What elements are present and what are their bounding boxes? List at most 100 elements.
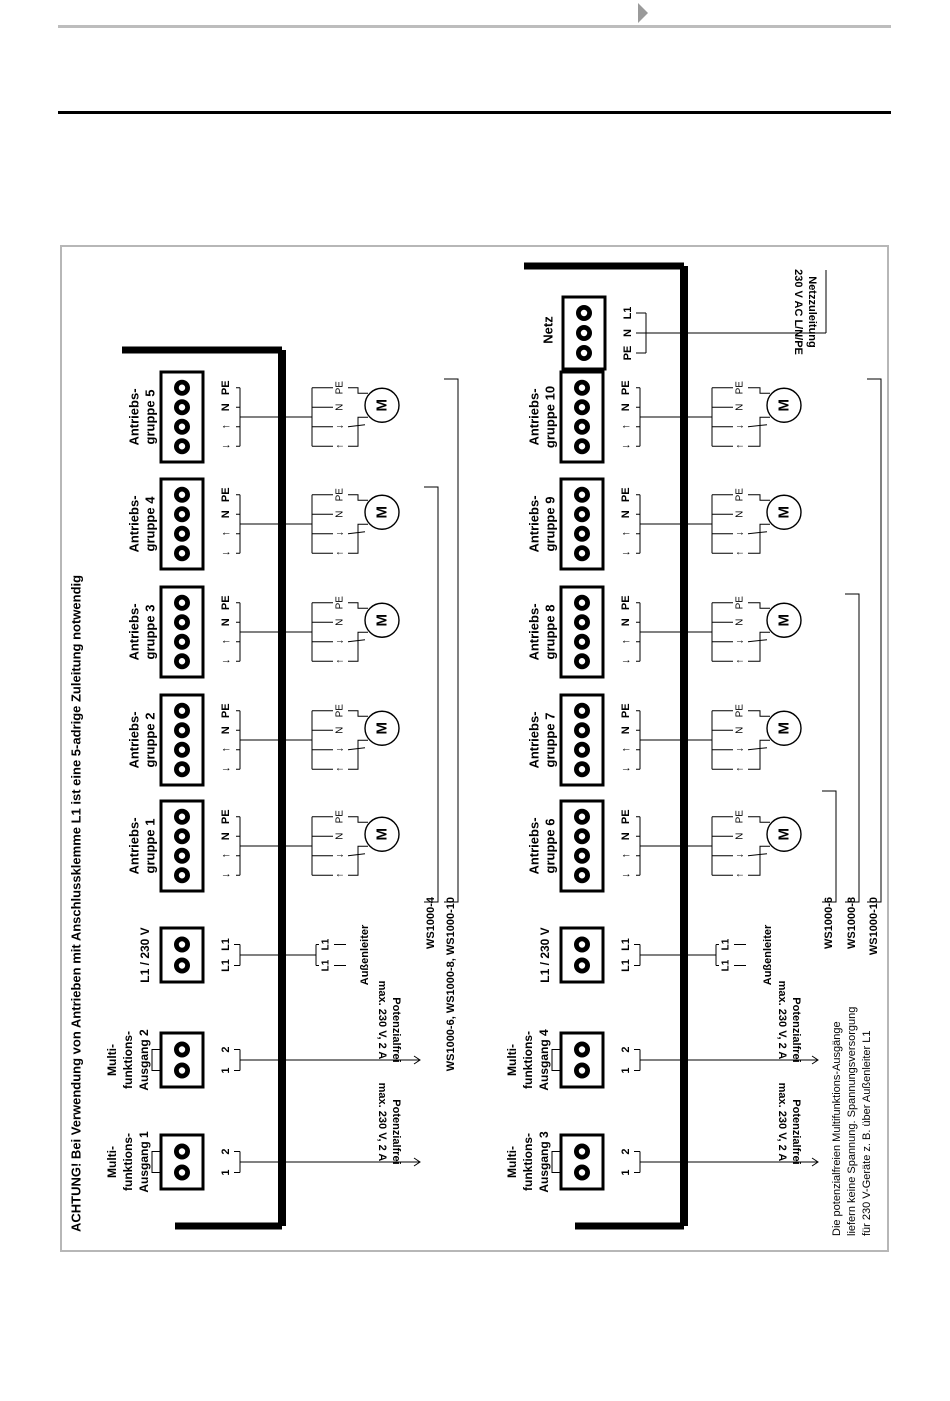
terminal-pin-label: 2	[620, 1148, 632, 1154]
bracket-ws1000-10	[867, 378, 882, 903]
motor-wire	[348, 387, 368, 394]
terminal-pin-label: N	[620, 403, 632, 411]
terminal-pin-label: ↑	[220, 747, 232, 753]
output-label-line: Multi-	[505, 1044, 519, 1076]
terminal-pin-label: ↓	[620, 873, 632, 879]
arrow-head-icon	[413, 1055, 421, 1065]
group-label-line: Antriebs-	[527, 817, 542, 874]
model-label: WS1000-8	[846, 897, 858, 949]
output-bridge	[551, 1151, 561, 1173]
terminal-screw-hole	[578, 766, 586, 773]
terminal-screw-hole	[578, 1046, 586, 1053]
terminal-pin-label: PE	[220, 487, 232, 502]
output-terminal	[559, 1031, 605, 1089]
terminal-screw-hole	[178, 727, 186, 734]
terminal-screw-hole	[578, 619, 586, 626]
terminal-screw-hole	[178, 1067, 186, 1074]
mains-terminal-label: Netz	[541, 316, 556, 344]
group-label-line: gruppe 3	[143, 605, 158, 660]
motor-wire	[348, 816, 368, 823]
motor-pin-label: N	[735, 404, 746, 411]
arrow-head-icon	[811, 1055, 819, 1065]
terminal-screw-hole	[578, 443, 586, 450]
output-label-line: Multi-	[505, 1146, 519, 1178]
terminal-pin-label: L1	[620, 959, 632, 972]
motor-pin-label: PE	[735, 596, 746, 610]
motor-wire	[748, 416, 770, 447]
motor-wire	[348, 845, 368, 876]
motor-pin-label: N	[735, 511, 746, 518]
motor-pin-label: ↑	[735, 873, 746, 878]
drive-terminal	[559, 799, 605, 893]
terminal-pin-label: N	[220, 510, 232, 518]
motor-pin-label: ↓	[735, 531, 746, 536]
model-label: WS1000-10	[868, 897, 880, 955]
terminal-screw-hole	[178, 1148, 186, 1155]
group-label-line: Antriebs-	[527, 495, 542, 552]
potential-free-label: Potenzialfrei	[390, 997, 402, 1062]
group-label-line: gruppe 2	[143, 713, 158, 768]
note-line: für 230 V-Geräte z. B. über Außenleiter …	[861, 1031, 873, 1236]
terminal-screw-hole	[578, 1169, 586, 1176]
terminal-pin-label: ↑	[620, 531, 632, 537]
motor-label: M	[776, 614, 793, 627]
motor-symbol	[364, 494, 400, 530]
terminal-pin-label: N	[220, 832, 232, 840]
motor-wire	[347, 424, 366, 428]
motor-pin-label: ↑	[335, 659, 346, 664]
note-line: liefern keine Spannung. Spannungsversorg…	[846, 1007, 858, 1236]
terminal-screw-hole	[178, 707, 186, 714]
terminal-pin-label: ↓	[220, 551, 232, 557]
motor-wire	[747, 853, 768, 857]
potential-free-label: Potenzialfrei	[390, 1099, 402, 1164]
output-terminal	[159, 1133, 205, 1191]
terminal-pin-label: ↓	[620, 444, 632, 450]
motor-symbol	[364, 602, 400, 638]
group-label-line: Antriebs-	[127, 388, 142, 445]
bracket-ws1000-8	[845, 593, 860, 903]
motor-pin-label: ↑	[335, 551, 346, 556]
terminal-screw-hole	[578, 813, 586, 820]
group-label-line: Antriebs-	[127, 711, 142, 768]
terminal-screw-hole	[178, 511, 186, 518]
terminal-screw-hole	[578, 530, 586, 537]
output-bridge	[151, 1049, 161, 1071]
terminal-screw-hole	[178, 658, 186, 665]
motor-wire	[347, 531, 366, 535]
terminal-screw-hole	[578, 852, 586, 859]
motor-wire	[748, 816, 770, 823]
motor-pin-label: ↓	[335, 853, 346, 858]
terminal-pin-label: N	[220, 403, 232, 411]
motor-label: M	[374, 506, 391, 519]
model-label: WS1000-4	[425, 896, 437, 949]
outer-conductor-pin: L1	[721, 959, 732, 971]
terminal-screw-hole	[578, 638, 586, 645]
terminal-pin-label: 1	[620, 1067, 632, 1073]
drive-terminal	[159, 585, 205, 679]
outer-conductor-label: Außenleiter	[762, 924, 774, 985]
group-label-line: Antriebs-	[127, 817, 142, 874]
group-label-line: gruppe 8	[543, 605, 558, 660]
output-bridge	[151, 1151, 161, 1173]
terminal-pin-label: ↓	[220, 444, 232, 450]
terminal-screw-hole	[178, 766, 186, 773]
motor-wire	[348, 631, 368, 662]
output-bridge	[551, 1049, 561, 1071]
terminal-screw-hole	[578, 511, 586, 518]
motor-pin-label: ↑	[335, 873, 346, 878]
terminal-pin-label: ↓	[220, 767, 232, 773]
output-label-line: funktions-	[121, 1133, 135, 1191]
terminal-pin-label: ↑	[220, 853, 232, 859]
motor-wire	[347, 639, 366, 643]
terminal-screw-hole	[178, 813, 186, 820]
outer-conductor-pin: L1	[721, 938, 732, 950]
terminal-pin-label: ↑	[220, 424, 232, 430]
output-terminal	[159, 1031, 205, 1089]
bracket-ws1000-6	[822, 790, 837, 903]
